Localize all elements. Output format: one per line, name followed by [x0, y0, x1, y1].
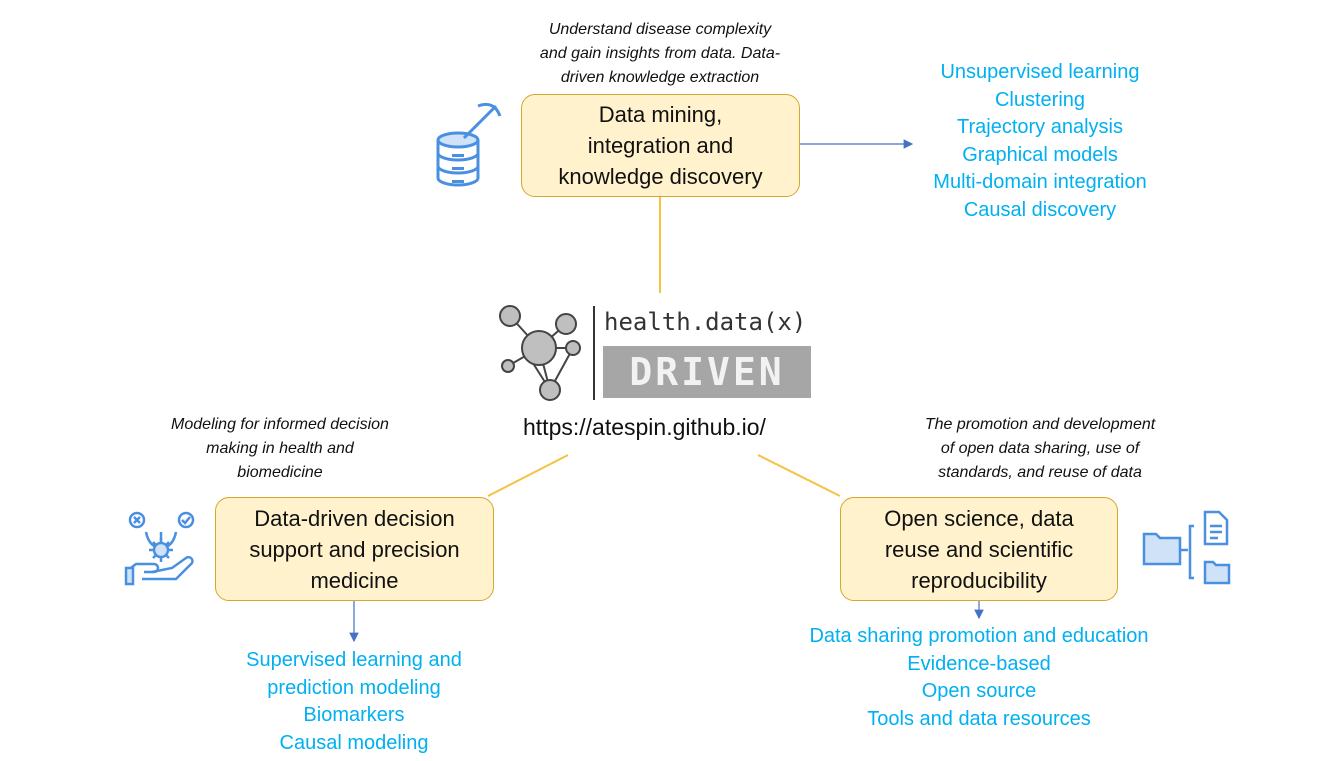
database-pickaxe-icon [436, 102, 502, 187]
left-list: Supervised learning and prediction model… [214, 647, 494, 757]
logo-divider [593, 306, 595, 400]
network-logo-icon [499, 305, 581, 401]
right-box-label: Open science, data reuse and scientific … [884, 505, 1074, 593]
right-list: Data sharing promotion and education Evi… [780, 623, 1178, 733]
top-list-item: Multi-domain integration [933, 171, 1147, 193]
right-list-item: Tools and data resources [867, 707, 1091, 730]
right-box: Open science, data reuse and scientific … [840, 497, 1118, 601]
top-box-label: Data mining, integration and knowledge d… [558, 102, 763, 189]
logo-text-top: health.data(x) [604, 308, 807, 336]
left-list-item: Supervised learning and [246, 649, 462, 671]
connector-right [757, 454, 841, 497]
left-list-item: Causal modeling [279, 731, 429, 754]
left-list-item: prediction modeling [267, 676, 441, 699]
left-box-label: Data-driven decision support and precisi… [249, 505, 460, 593]
folder-tree-icon [1142, 510, 1231, 585]
hand-gear-decision-icon [124, 511, 195, 586]
left-note: Modeling for informed decision making in… [171, 416, 389, 481]
top-box: Data mining, integration and knowledge d… [521, 94, 800, 197]
right-list-item: Open source [921, 680, 1037, 702]
top-note: Understand disease complexity and gain i… [539, 21, 781, 86]
left-box: Data-driven decision support and precisi… [215, 497, 494, 601]
right-list-item: Evidence-based [907, 652, 1051, 675]
top-list-item: Unsupervised learning [940, 61, 1140, 83]
right-list-item: Data sharing promotion and education [809, 625, 1149, 647]
logo-text-bottom: DRIVEN [603, 346, 811, 398]
connector-left [487, 454, 569, 497]
top-list: Unsupervised learning Clustering Traject… [900, 59, 1180, 224]
left-list-item: Biomarkers [303, 704, 405, 726]
top-list-item: Graphical models [962, 143, 1118, 166]
top-list-item: Causal discovery [963, 198, 1117, 221]
project-url[interactable]: https://atespin.github.io/ [523, 414, 766, 440]
right-note: The promotion and development of open da… [924, 416, 1156, 481]
top-list-item: Clustering [994, 88, 1086, 111]
top-list-item: Trajectory analysis [957, 116, 1123, 138]
